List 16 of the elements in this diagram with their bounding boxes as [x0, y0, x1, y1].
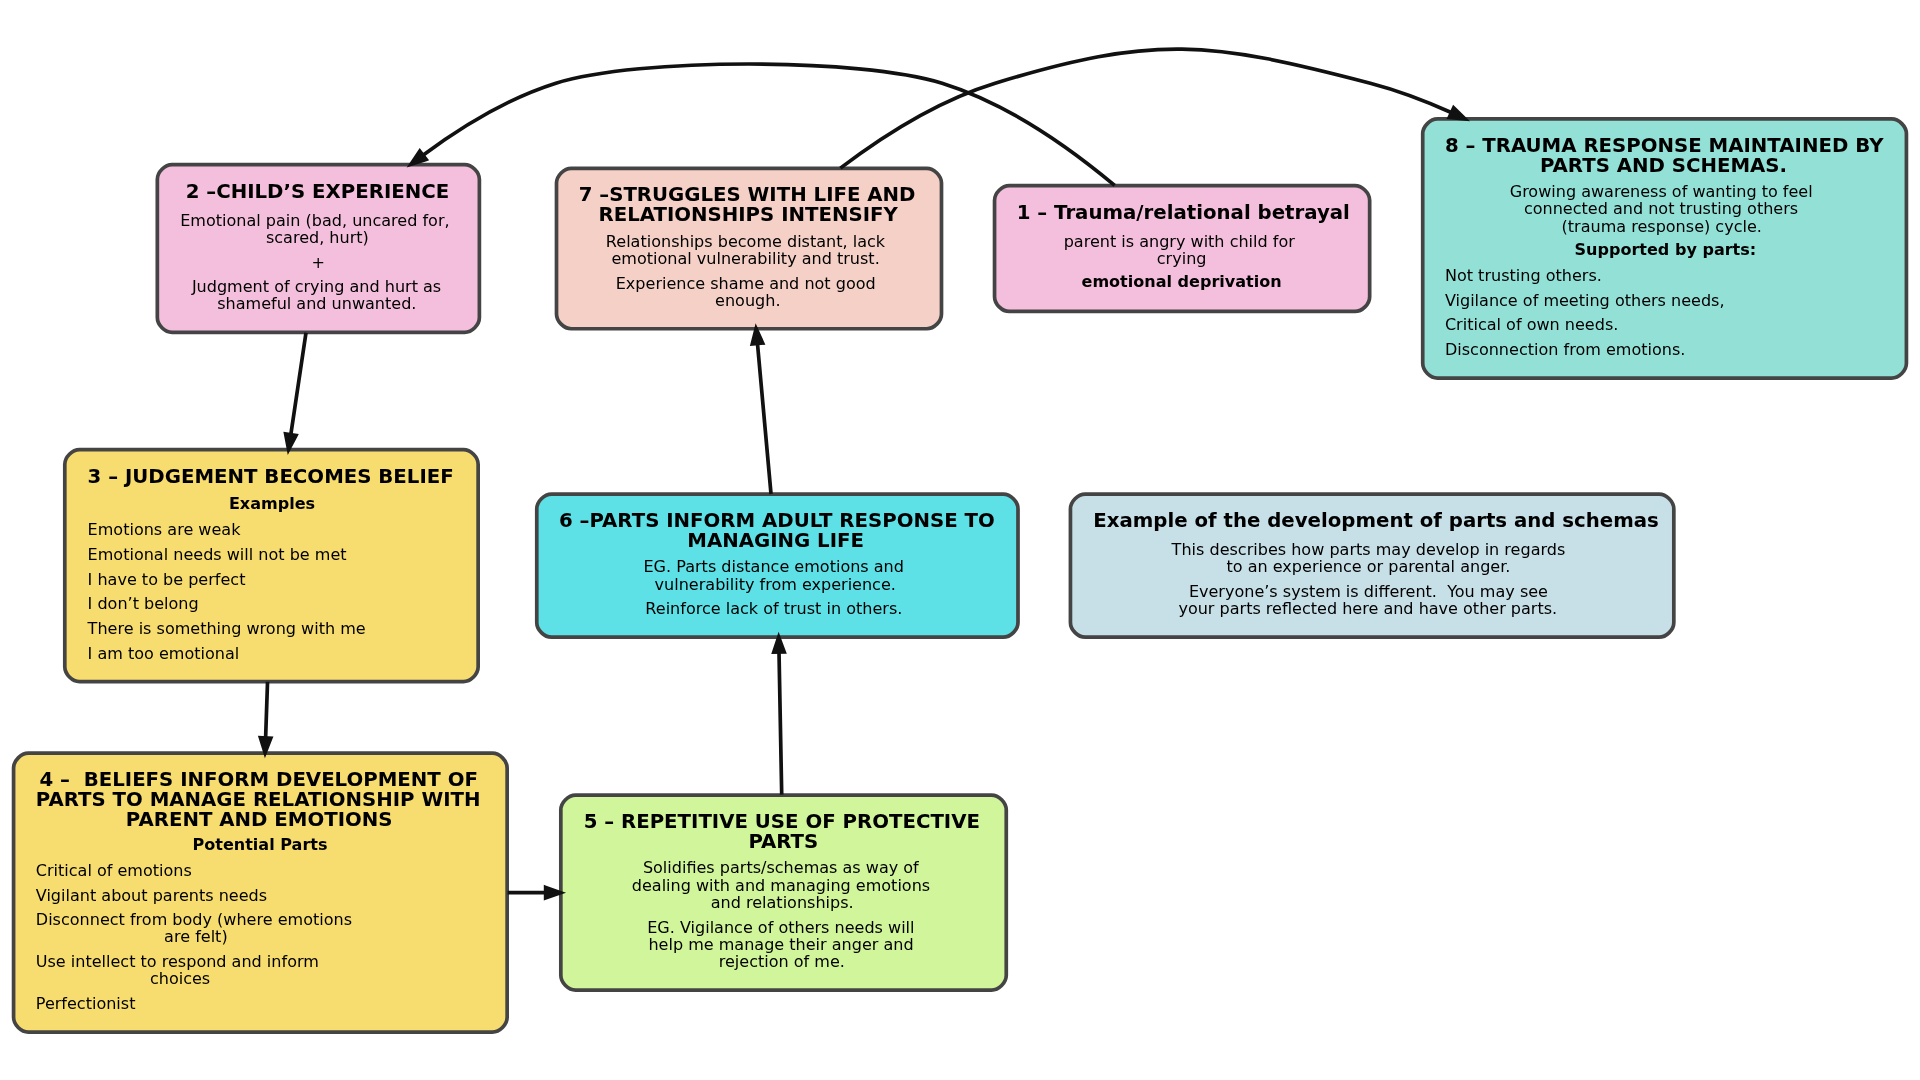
node-box: 4 – BELIEFS INFORM DEVELOPMENT OF PARTS TO MANAGE RELATIONSHIP WITH PARENT AND EMOTIONS Potential Parts Critical of emotions Vigilant about parents needs Disconnect from body (where emotions are felt) Use intellect to respond and inform choices Perfectionist	[11, 750, 509, 1034]
node-box: 6 –PARTS INFORM ADULT RESPONSE TO MANAGING LIFE EG. Parts distance emotions and vulnerability from experience. Reinforce lack of trust in others.	[534, 491, 1020, 639]
node-box: 3 – JUDGEMENT BECOMES BELIEF Examples Emotions are weak Emotional needs will not be met I have to be perfect I don’t belong There is something wrong with me I am too emotional	[62, 447, 480, 683]
arrow	[839, 46, 1470, 170]
arrow	[406, 61, 1116, 187]
arrow	[283, 332, 308, 455]
arrow	[257, 681, 274, 758]
arrow	[507, 884, 567, 900]
node-box: Example of the development of parts and schemas This describes how parts may develop in regards to an experience or parental anger. Everyone’s system is different. You may see your parts reflected here and have other parts.	[1068, 491, 1676, 639]
arrow	[771, 631, 787, 795]
arrow	[749, 322, 773, 494]
node-box: 1 – Trauma/relational betrayal parent is angry with child for crying emotional deprivation	[992, 183, 1372, 313]
node-box: 5 – REPETITIVE USE OF PROTECTIVE PARTS Solidifies parts/schemas as way of dealing with and managing emotions and relationships. EG. Vigilance of others needs will help me manage their anger and rejection of me.	[559, 792, 1009, 992]
node-box: 2 –CHILD’S EXPERIENCE Emotional pain (bad, uncared for, scared, hurt) + Judgment of crying and hurt as shameful and unwanted.	[155, 162, 482, 334]
node-box: 8 – TRAUMA RESPONSE MAINTAINED BY PARTS AND SCHEMAS. Growing awareness of wanting to feel connected and not trusting others (trauma response) cycle. Supported by parts: Not trusting others. Vigilance of meeting others needs, Critical of own needs. Disconnection from emotions.	[1420, 116, 1909, 380]
node-box: 7 –STRUGGLES WITH LIFE AND RELATIONSHIPS INTENSIFY Relationships become distant, lack emotional vulnerability and trust. Experience shame and not good enough.	[554, 165, 944, 331]
